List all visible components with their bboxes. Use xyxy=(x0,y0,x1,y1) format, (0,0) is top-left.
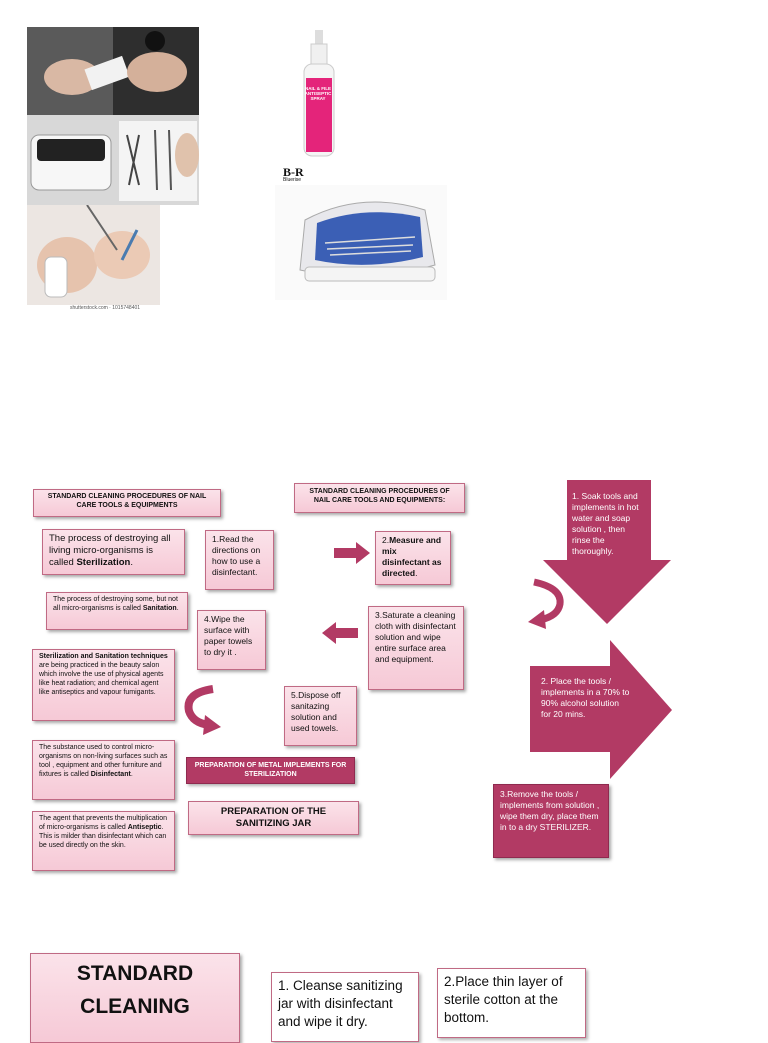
photo-spraying-hands xyxy=(27,205,160,305)
bottom-title-line-2: CLEANING xyxy=(80,994,190,1018)
spray-label-line-1: NAIL & FILE xyxy=(305,86,331,91)
photo-hands-tools xyxy=(27,27,199,115)
photo-antiseptic-spray xyxy=(295,28,345,158)
step-3-saturate-cloth: 3.Saturate a cleaning cloth with disinfe… xyxy=(368,606,464,690)
sterilization-term: Sterilization xyxy=(76,557,131,569)
metal-step-2-alcohol: 2. Place the tools / implements in a 70%… xyxy=(541,676,630,720)
spray-label-line-3: SPRAY xyxy=(310,96,326,102)
center-section-title: STANDARD CLEANING PROCEDURES OF NAIL CAR… xyxy=(294,483,465,513)
bottom-title-line-1: STANDARD xyxy=(76,962,194,985)
step-2-bold-text: Measure and mix disinfectant as directed xyxy=(382,535,442,578)
step-2-end: . xyxy=(415,567,418,578)
antiseptic-text: The agent that prevents the multiplicati… xyxy=(39,815,168,831)
techniques-definition: Sterilization and Sanitation techniques … xyxy=(32,649,175,721)
spray-label: NAIL & FILE ANTISEPTIC SPRAY xyxy=(303,86,333,102)
step-2-number: 2. xyxy=(382,535,390,545)
step-4-wipe-dry: 4.Wipe the surface with paper towels to … xyxy=(197,610,266,670)
metal-implements-title: PREPARATION OF METAL IMPLEMENTS FOR STER… xyxy=(186,757,355,784)
spray-label-line-2: ANTISEPTIC xyxy=(304,91,332,97)
disinfectant-definition: The substance used to control micro-orga… xyxy=(32,740,175,800)
sterilization-text: The process of destroying all living mic… xyxy=(49,533,171,569)
metal-step-3-remove: 3.Remove the tools / implements from sol… xyxy=(493,784,609,858)
sanitation-text: The process of destroying some, but not … xyxy=(53,596,178,612)
step-2-measure-mix: 2.Measure and mix disinfectant as direct… xyxy=(375,531,451,585)
left-section-title: STANDARD CLEANING PROCEDURES OF NAIL CAR… xyxy=(33,489,221,517)
bottom-standard-cleaning-title: STANDARD CLEANING xyxy=(30,953,240,1043)
right-arrow-shape xyxy=(530,640,672,779)
hands-cleaning-tools-image xyxy=(27,27,199,115)
metal-step-1-soak: 1. Soak tools and implements in hot wate… xyxy=(572,491,639,557)
step-5-dispose: 5.Dispose off sanitazing solution and us… xyxy=(284,686,357,746)
step-1-read-directions: 1.Read the directions on how to use a di… xyxy=(205,530,274,590)
stock-caption: shutterstock.com · 1015748401 xyxy=(70,305,141,311)
photo-uv-sterilizer xyxy=(275,185,447,300)
disinfectant-term: Disinfectant xyxy=(90,770,131,778)
jar-step-1-cleanse: 1. Cleanse sanitizing jar with disinfect… xyxy=(271,972,419,1042)
antiseptic-end: . This is milder than disinfectant which… xyxy=(39,823,167,849)
brand-logo-name: Bluerise xyxy=(283,177,302,183)
sanitation-end: . xyxy=(176,604,179,612)
sterilization-definition: The process of destroying all living mic… xyxy=(42,529,185,575)
sanitation-term: Sanitation xyxy=(142,604,177,612)
disinfectant-end: . xyxy=(130,770,133,778)
antiseptic-definition: The agent that prevents the multiplicati… xyxy=(32,811,175,871)
disinfectant-text: The substance used to control micro-orga… xyxy=(39,744,168,778)
techniques-term: Sterilization and Sanitation techniques xyxy=(39,653,168,660)
curved-arrow-down-icon xyxy=(184,685,221,735)
sanitizing-jar-title: PREPARATION OF THE SANITIZING JAR xyxy=(188,801,359,835)
photo-sterilizer-tools xyxy=(27,115,199,205)
jar-step-2-cotton: 2.Place thin layer of sterile cotton at … xyxy=(437,968,586,1038)
brand-logo-mark: B-R xyxy=(283,165,304,179)
sterilization-end: . xyxy=(130,557,133,569)
sanitation-definition: The process of destroying some, but not … xyxy=(46,592,188,630)
curved-arrow-right-icon xyxy=(528,578,564,629)
antiseptic-term: Antiseptic xyxy=(127,823,162,831)
arrow-right-icon xyxy=(334,542,370,564)
techniques-text: are being practiced in the beauty salon … xyxy=(39,661,164,696)
brand-logo: B-R Bluerise xyxy=(283,166,304,183)
down-arrow-shape xyxy=(543,480,671,624)
arrow-left-icon xyxy=(322,622,358,644)
